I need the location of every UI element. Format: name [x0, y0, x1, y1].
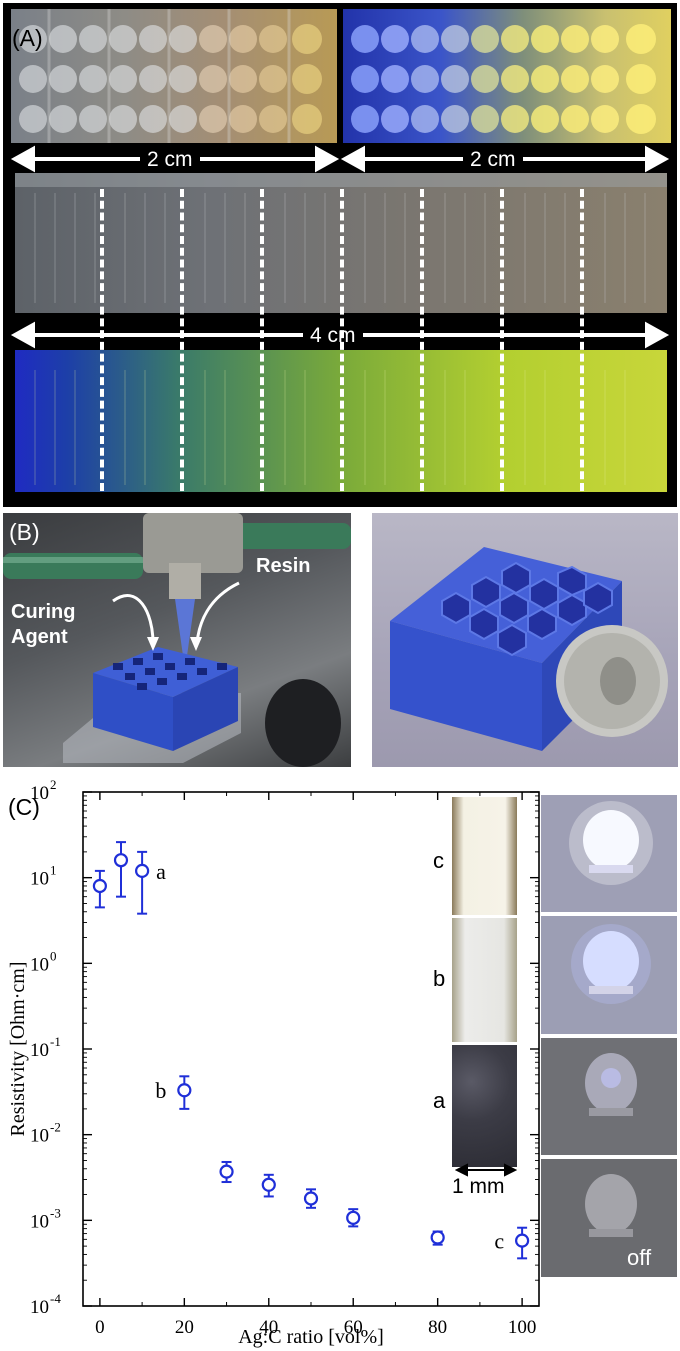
length-arrows-top: [10, 145, 670, 173]
length-label-left: 2 cm: [140, 147, 200, 173]
printed-bar-uv-texture: [34, 370, 626, 485]
x-axis-ticks: 0 20 40 60 80 100: [95, 792, 536, 1338]
y-tick-exponent: 2: [50, 780, 57, 792]
x-tick-label: 100: [508, 1317, 537, 1338]
length-label-full: 4 cm: [303, 323, 363, 349]
segment-divider: [420, 189, 424, 491]
panel-c-label: (C): [8, 794, 40, 820]
printed-bar-texture: [15, 173, 667, 303]
printing-photo: (B) Resin Curing Agent: [3, 513, 351, 767]
data-point: [515, 1233, 530, 1248]
y-tick-label: 10: [30, 869, 49, 890]
curing-agent-label-line2: Agent: [11, 626, 68, 648]
micrograph-b: [452, 918, 517, 1042]
point-label: b: [155, 1078, 166, 1103]
y-tick-exponent: -1: [50, 1034, 61, 1049]
panel-a: (A) 2 cm 2 cm 4 cm: [3, 3, 677, 507]
y-axis-title: Resistivity [Ohm·cm]: [7, 962, 29, 1137]
x-tick-label: 20: [175, 1317, 194, 1338]
length-label-right: 2 cm: [463, 147, 523, 173]
micrograph-a: [452, 1045, 517, 1167]
led-photo-b: [541, 916, 677, 1034]
led-photo-c: [541, 795, 677, 912]
y-tick-label: 10: [30, 954, 49, 975]
y-tick-exponent: 1: [50, 863, 57, 878]
data-point: [261, 1177, 276, 1192]
resin-label: Resin: [256, 555, 311, 577]
panel-a-label: (A): [12, 25, 43, 51]
honeycomb-photo: [372, 513, 678, 767]
data-point: [92, 878, 107, 894]
led-photo-off: [541, 1159, 677, 1277]
x-axis-title: Ag:C ratio [vol%]: [238, 1326, 384, 1348]
inset-label-a: a: [433, 1088, 446, 1113]
x-tick-label: 60: [344, 1317, 363, 1338]
data-points: a b c: [92, 841, 530, 1260]
micrograph-c: [452, 797, 517, 915]
point-label: a: [156, 859, 166, 884]
segment-divider: [180, 189, 184, 491]
scale-bar: [455, 1163, 517, 1177]
data-point: [219, 1164, 234, 1179]
data-point: [113, 853, 129, 868]
droplet-array-ambient: [19, 9, 322, 143]
x-tick-label: 40: [259, 1317, 278, 1338]
y-tick-label: 10: [30, 783, 49, 804]
data-point: [430, 1230, 445, 1245]
y-tick-exponent: -3: [50, 1205, 61, 1220]
segment-divider: [500, 189, 504, 491]
curing-agent-label-line1: Curing: [11, 601, 76, 623]
x-tick-label: 0: [95, 1317, 105, 1338]
inset-label-c: c: [433, 848, 444, 873]
data-point: [135, 863, 150, 878]
extrusion-photo-uv: [343, 9, 671, 143]
segment-divider: [260, 189, 264, 491]
segment-divider: [100, 189, 104, 491]
y-tick-label: 10: [30, 1126, 49, 1147]
micrograph-column: [452, 797, 517, 1167]
y-tick-exponent: 0: [50, 948, 57, 963]
panel-b-label: (B): [9, 519, 40, 545]
y-tick-label: 10: [30, 1297, 49, 1318]
printer-nozzle-scene: [3, 513, 351, 767]
segment-divider: [580, 189, 584, 491]
point-label: c: [494, 1229, 504, 1254]
data-point: [346, 1210, 361, 1225]
inset-label-b: b: [433, 966, 446, 991]
data-point: [177, 1083, 192, 1098]
led-column: off: [541, 795, 677, 1277]
droplet-array-uv: [351, 24, 656, 134]
y-tick-label: 10: [30, 1211, 49, 1232]
scale-bar-label: 1 mm: [452, 1175, 505, 1198]
y-tick-exponent: -2: [50, 1120, 61, 1135]
extrusion-photo-ambient: [11, 9, 337, 143]
segment-divider: [340, 189, 344, 491]
led-photo-a: [541, 1038, 677, 1155]
honeycomb-scene: [390, 547, 668, 751]
x-tick-label: 80: [428, 1317, 447, 1338]
led-off-label: off: [627, 1245, 652, 1270]
y-tick-label: 10: [30, 1040, 49, 1061]
y-tick-exponent: -4: [50, 1291, 61, 1306]
data-point: [303, 1191, 319, 1206]
